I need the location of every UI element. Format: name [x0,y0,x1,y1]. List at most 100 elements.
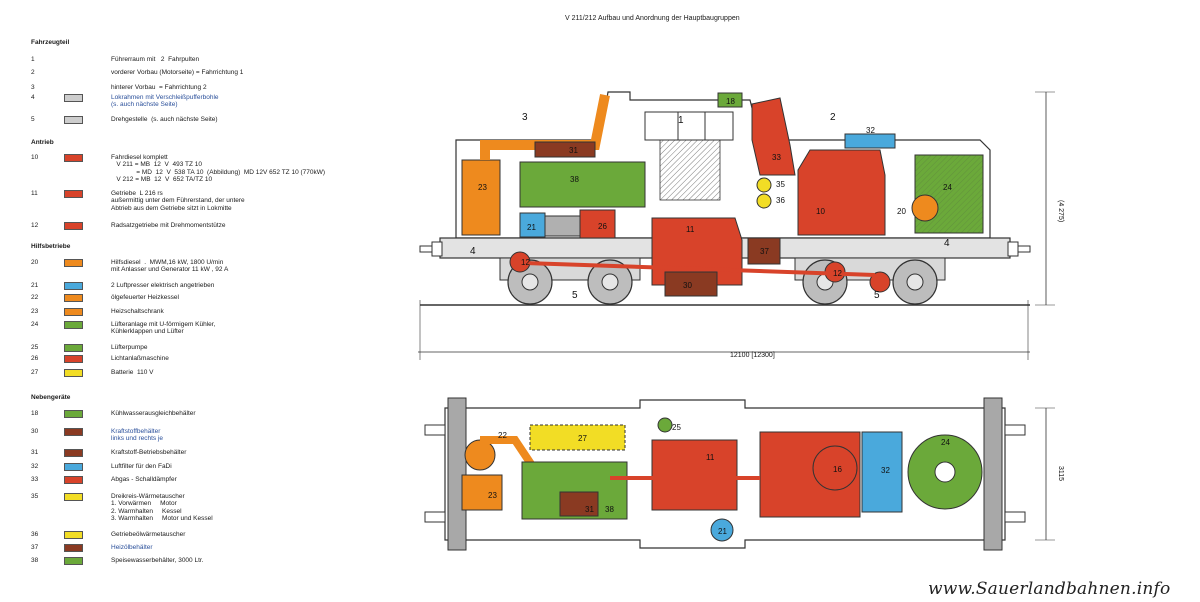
component-37 [747,237,781,265]
legend-item-number: 3 [31,84,35,91]
callout-label: 30 [683,281,692,290]
legend-item: 38 Speisewasserbehälter, 3000 Ltr. [31,557,421,571]
component-18 [717,92,743,108]
legend-item-text: Kraftstoff-Betriebsbehälter [111,449,187,456]
legend-item-number: 37 [31,544,39,551]
legend-item: 5 Drehgestelle (s. auch nächste Seite) [31,116,421,130]
legend-color-swatch [64,116,83,124]
legend-item-number: 35 [31,493,39,500]
legend-item-text: 2 Luftpresser elektrisch angetrieben [111,282,215,289]
callout-label: 38 [570,175,579,184]
legend-item-text: Fahrdiesel komplett V 211 = MB 12 V 493 … [111,154,326,184]
legend-item-number: 27 [31,369,39,376]
component-23-top [461,474,503,511]
legend-item-text: Hilfsdiesel . MWM,16 kW, 1800 U/min mit … [111,259,229,274]
legend-item-number: 26 [31,355,39,362]
callout-label: 26 [598,222,607,231]
component-32-top [861,431,903,513]
legend-item-number: 22 [31,294,39,301]
width-dimension: 3115 [1057,466,1064,481]
legend-color-swatch [64,557,83,565]
legend-color-swatch [64,154,83,162]
legend-color-swatch [64,222,83,230]
callout-label: 18 [726,97,735,106]
legend-item-text: Lichtanlaßmaschine [111,355,169,362]
legend-item-text: Lüfteranlage mit U-förmigem Kühler, Kühl… [111,321,216,336]
callout-label: 33 [772,153,781,162]
page-title: V 211/212 Aufbau und Anordnung der Haupt… [565,15,740,22]
callout-label: 20 [897,207,906,216]
legend-item-text: Drehgestelle (s. auch nächste Seite) [111,116,218,123]
component-21 [519,212,546,238]
legend-color-swatch [64,531,83,539]
legend-item-text: ölgefeuerter Heizkessel [111,294,179,301]
callout-label: 32 [881,466,890,475]
callout-label: 12 [833,269,842,278]
component-26 [579,209,616,239]
legend-item-number: 38 [31,557,39,564]
legend-item-number: 33 [31,476,39,483]
legend-color-swatch [64,428,83,436]
component-27-top [529,424,626,451]
component-33 [751,97,796,176]
legend-item-text: Speisewasserbehälter, 3000 Ltr. [111,557,204,564]
callout-label: 4 [944,238,950,249]
component-10 [797,149,886,236]
callout-label: 1 [678,115,684,126]
driver-cab-interior [659,139,721,201]
legend-item-text: Getriebeölwärmetauscher [111,531,186,538]
legend-item-number: 18 [31,410,39,417]
legend-item-text: Getriebe L 216 rs außermittig unter dem … [111,190,245,212]
height-dimension: (4 275) [1057,200,1064,222]
legend-item-number: 5 [31,116,35,123]
legend-color-swatch [64,493,83,501]
component-16-top [812,445,858,491]
callout-label: 38 [605,505,614,514]
cab-window [644,111,734,141]
section-heading: Fahrzeugteil [31,39,70,46]
legend-item-number: 31 [31,449,39,456]
legend-item-text: vorderer Vorbau (Motorseite) = Fahrricht… [111,69,244,76]
callout-label: 35 [776,180,785,189]
legend-item-text: Batterie 110 V [111,369,154,376]
component-32 [844,133,896,149]
callout-label: 36 [776,196,785,205]
callout-label: 37 [760,247,769,256]
legend-item-text: Heizölbehälter [111,544,153,551]
legend: Fahrzeugteil 1 Führerraum mit 2 Fahrpulten… [0,0,420,602]
legend-color-swatch [64,355,83,363]
component-23 [461,159,501,236]
callout-label: 32 [866,126,875,135]
legend-color-swatch [64,282,83,290]
legend-item-number: 36 [31,531,39,538]
legend-color-swatch [64,476,83,484]
callout-label: 24 [943,183,952,192]
component-31 [534,141,596,158]
side-view [418,91,1055,360]
callout-label: 11 [706,453,715,462]
legend-item-number: 1 [31,56,35,63]
legend-color-swatch [64,449,83,457]
watermark: www.Sauerlandbahnen.info [928,579,1171,599]
component-25-top [657,417,673,433]
callout-label: 10 [816,207,825,216]
callout-label: 5 [572,290,578,301]
legend-item-text: Dreikreis-Wärmetauscher 1. Vorwärmen Mot… [111,493,213,523]
callout-label: 4 [470,246,476,257]
legend-item: 1 Führerraum mit 2 Fahrpulten [31,56,421,70]
component-21-top [710,518,734,542]
section-heading: Hilfsbetriebe [31,243,71,250]
legend-item-text: Führerraum mit 2 Fahrpulten [111,56,200,63]
callout-label: 25 [672,423,681,432]
legend-color-swatch [64,369,83,377]
legend-item-number: 32 [31,463,39,470]
